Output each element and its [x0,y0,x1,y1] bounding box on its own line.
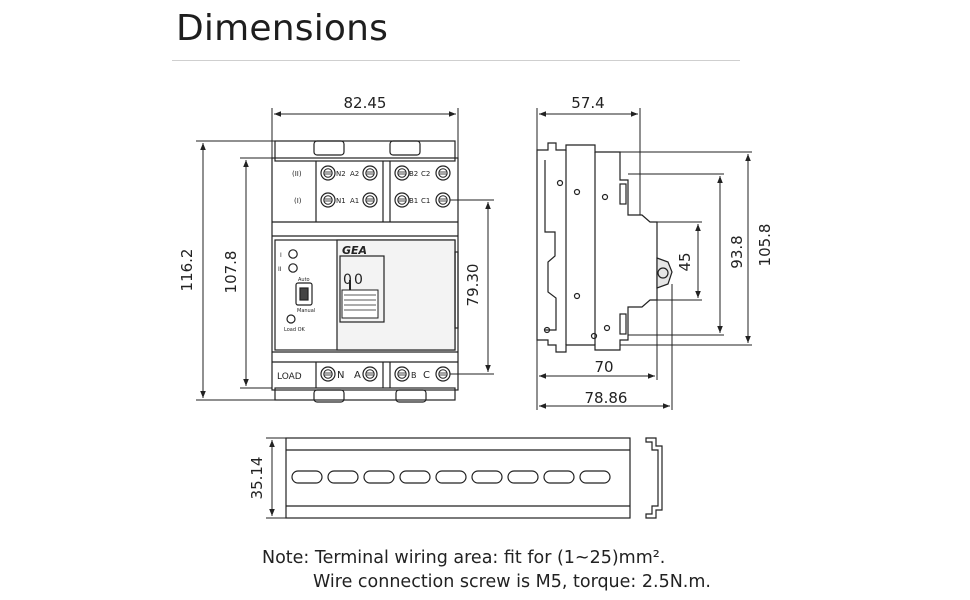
terminal-label-c1: C1 [421,197,430,205]
rail-dimension-lines [266,437,286,519]
switch-window [339,255,385,323]
dim-depth-78-86: 78.86 [585,389,628,407]
front-bottom-cap [274,387,456,401]
brand-logo: GEA [342,244,367,257]
front-dimension-lines [196,108,494,401]
terminal-label-a2: A2 [350,170,359,178]
note-line-1: Note: Terminal wiring area: fit for (1~2… [262,548,666,568]
side-dimension-labels: 57.4 105.8 93.8 45 70 78.86 [571,94,774,407]
front-view [271,140,459,403]
dim-height-105-8: 105.8 [756,224,774,267]
terminal-label-b2: B2 [409,170,418,178]
dim-height-79-30: 79.30 [464,264,482,307]
dim-depth-57-4: 57.4 [571,94,604,112]
panel-label-manual: Manual [297,308,315,314]
din-rail-profile [645,437,663,519]
terminal-label-c: C [423,370,430,381]
front-dimension-labels: 82.45 116.2 107.8 79.30 [178,94,482,306]
switch-mark-2: 0 [354,272,363,288]
page-title: Dimensions [176,8,389,49]
dim-height-93-8: 93.8 [728,235,746,268]
terminal-label-b1: B1 [409,197,418,205]
load-label: LOAD [277,372,302,382]
note-line-2: Wire connection screw is M5, torque: 2.5… [313,572,711,592]
din-rail [285,437,663,519]
title-divider [172,60,740,61]
panel-label-load-ok: Load OK [284,327,306,333]
switch-mark-1: 0 [343,272,352,288]
panel-label-i: I [280,252,282,259]
terminal-label-n2: N2 [336,170,346,178]
row-label-i: (I) [294,197,302,205]
panel-label-ii: II [278,266,282,273]
terminal-label-c2: C2 [421,170,430,178]
front-top-cap [274,140,456,162]
terminal-label-n1: N1 [336,197,346,205]
terminal-label-b: B [411,371,417,380]
terminal-label-n: N [337,370,344,381]
din-rail-outline [285,437,631,519]
dim-depth-70: 70 [594,358,613,376]
terminal-label-a: A [354,370,361,381]
dim-height-107-8: 107.8 [222,251,240,294]
panel-label-auto: Auto [298,277,310,283]
dim-width-82-45: 82.45 [344,94,387,112]
terminal-label-a1: A1 [350,197,359,205]
front-labels: (II) (I) N2 A2 B2 C2 N1 A1 B1 C1 N A B C… [277,170,430,382]
side-dimension-lines [536,108,752,410]
dim-height-45: 45 [676,252,694,271]
row-label-ii: (II) [292,170,302,178]
dim-height-116-2: 116.2 [178,249,196,292]
dim-rail-35-14: 35.14 [248,457,266,500]
